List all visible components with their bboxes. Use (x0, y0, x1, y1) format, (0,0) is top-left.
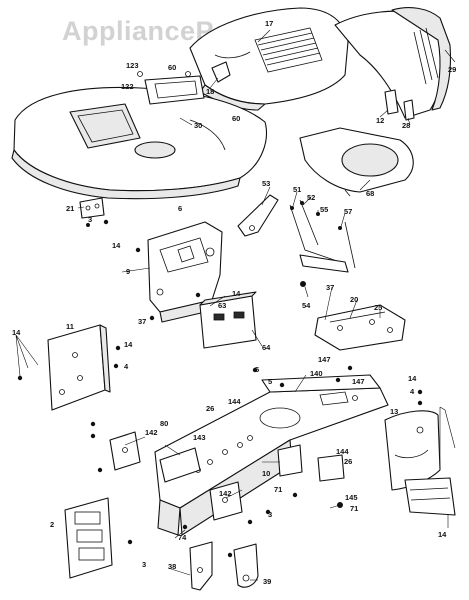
callout-60-mid: 60 (232, 114, 240, 123)
callout-26-right: 26 (344, 457, 352, 466)
callout-14-e: 14 (408, 374, 417, 383)
leader-lines (15, 29, 456, 581)
hardware-bolts (17, 219, 423, 558)
callout-60-top: 60 (168, 63, 176, 72)
callout-74: 74 (178, 533, 187, 542)
callout-144-top: 144 (228, 397, 241, 406)
hood-part (189, 7, 349, 111)
callout-4-left: 4 (124, 362, 129, 371)
callout-14-d: 14 (124, 340, 133, 349)
callout-11: 11 (66, 322, 74, 331)
callout-5b: 5 (268, 377, 272, 386)
callout-9: 9 (126, 267, 130, 276)
callout-142-center: 142 (219, 489, 232, 498)
callout-80: 80 (160, 419, 168, 428)
callout-57: 57 (344, 207, 352, 216)
main-frame-part (154, 374, 389, 536)
bracket-20-part (314, 304, 406, 351)
side-panel-right-part (384, 410, 441, 491)
callout-63: 63 (218, 301, 226, 310)
callout-18: 18 (206, 87, 214, 96)
callout-12: 12 (376, 116, 384, 125)
callout-4-right: 4 (410, 387, 415, 396)
callout-71-right: 71 (350, 504, 358, 513)
callout-37-right: 37 (326, 283, 334, 292)
callout-145: 145 (345, 493, 358, 502)
console-64-part (199, 291, 257, 349)
clamp-144-part (277, 444, 345, 508)
callout-3-center: 3 (268, 510, 272, 519)
callout-143: 143 (193, 433, 206, 442)
callout-30: 30 (194, 121, 202, 130)
callout-10: 10 (262, 469, 270, 478)
callout-14-b: 14 (232, 289, 241, 298)
hood-bracket-part (211, 61, 231, 83)
linkage-part (289, 199, 356, 287)
bracket-21-part (79, 197, 105, 227)
seat-bracket-part (137, 71, 205, 105)
callout-3-lower: 3 (142, 560, 146, 569)
callout-21: 21 (66, 204, 74, 213)
callout-52: 52 (307, 193, 315, 202)
fender-body-part (11, 86, 267, 200)
callout-28: 28 (402, 121, 410, 130)
callout-122: 122 (121, 82, 134, 91)
callout-147-right: 147 (352, 377, 365, 386)
bracket-38-39-part (189, 541, 259, 591)
callout-39: 39 (263, 577, 271, 586)
callout-5: 5 (255, 365, 259, 374)
dash-panel-part (147, 221, 223, 323)
callout-147-top: 147 (318, 355, 331, 364)
callout-25: 25 (374, 303, 382, 312)
callout-labels: 17 29 60 123 122 18 60 30 12 28 68 21 3 … (12, 19, 456, 586)
callout-68: 68 (366, 189, 374, 198)
callout-51: 51 (293, 185, 301, 194)
callout-144-right: 144 (336, 447, 349, 456)
callout-13: 13 (390, 407, 398, 416)
side-panel-left-part (47, 324, 111, 411)
callout-71-left: 71 (274, 485, 282, 494)
callout-38: 38 (168, 562, 176, 571)
callout-37-left: 37 (138, 317, 146, 326)
callout-29: 29 (448, 65, 456, 74)
callout-53: 53 (262, 179, 270, 188)
callout-3-upper: 3 (88, 215, 92, 224)
callout-2: 2 (50, 520, 54, 529)
front-panel-part (64, 497, 113, 579)
callout-14-c: 14 (12, 328, 21, 337)
callout-6: 6 (178, 204, 182, 213)
callout-142-left: 142 (145, 428, 158, 437)
callout-54: 54 (302, 301, 311, 310)
callout-17: 17 (265, 19, 273, 28)
callout-26-top: 26 (206, 404, 214, 413)
callout-20: 20 (350, 295, 358, 304)
rear-cover-part (404, 477, 456, 516)
front-bracket-part (109, 431, 201, 483)
callout-140: 140 (310, 369, 323, 378)
callout-64: 64 (262, 343, 271, 352)
callout-14-a: 14 (112, 241, 121, 250)
callout-55: 55 (320, 205, 328, 214)
callout-14-f: 14 (438, 530, 447, 539)
battery-tray-part (299, 127, 414, 197)
callout-123: 123 (126, 61, 139, 70)
lever-53-part (237, 194, 279, 237)
bracket-142-part (209, 481, 243, 521)
grille-part (334, 7, 452, 121)
